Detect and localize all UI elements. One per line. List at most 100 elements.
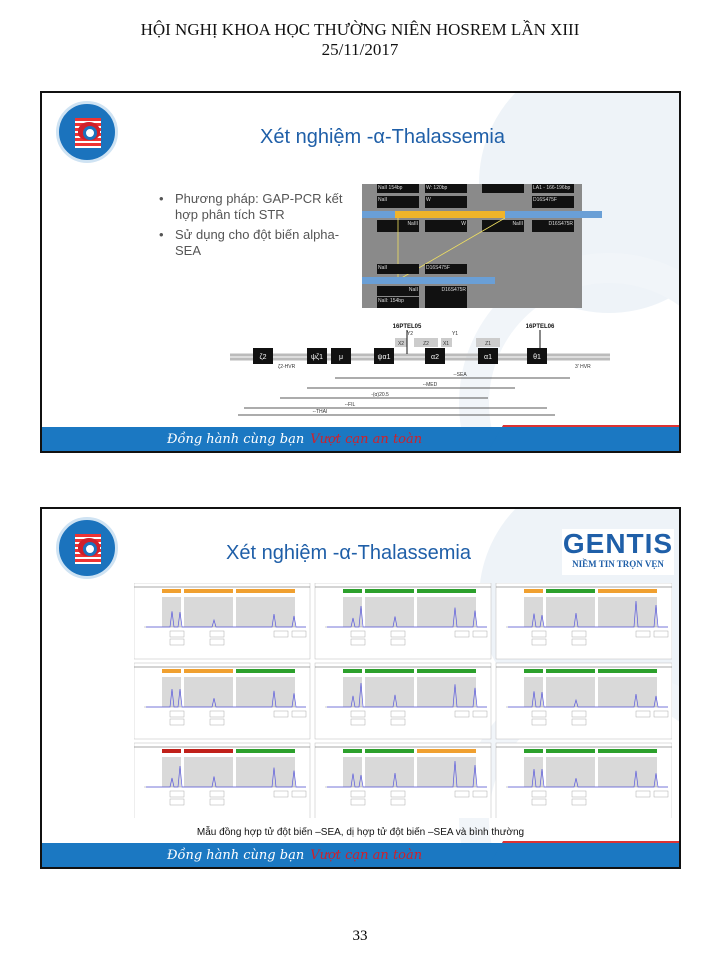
- peak-label-box: [169, 638, 185, 646]
- peak-label-box: [273, 630, 289, 638]
- box-label: X2: [398, 341, 404, 347]
- gene-label: μ: [339, 354, 343, 361]
- peak-label-box: [350, 718, 366, 726]
- peak-label-box: [169, 710, 185, 718]
- peak-label-box: [209, 638, 225, 646]
- peak-label-box: [291, 710, 307, 718]
- peak-label-box: [273, 710, 289, 718]
- locus-status-bar: [184, 589, 233, 593]
- box-label: X1: [443, 341, 449, 347]
- peak-trace: [327, 605, 487, 628]
- locus-status-bar: [365, 749, 414, 753]
- deletion-label: --SEA: [453, 372, 467, 378]
- peak-label-box: [635, 630, 651, 638]
- locus-status-bar: [365, 589, 414, 593]
- gel-label: D16S475F: [425, 264, 467, 274]
- peak-label-box: [291, 630, 307, 638]
- gel-label: D16S475F: [532, 196, 574, 208]
- peak-label-box: [169, 630, 185, 638]
- hospital-logo: [56, 101, 118, 163]
- peak-label-box: [571, 710, 587, 718]
- footer-bar: [42, 427, 508, 451]
- locus-status-bar: [546, 669, 595, 673]
- peak-label-box: [169, 798, 185, 806]
- locus-status-bar: [184, 749, 233, 753]
- box-label: Z2: [423, 341, 429, 347]
- gel-label: D16S475R: [425, 286, 467, 308]
- locus-status-bar: [598, 589, 657, 593]
- peak-label-box: [209, 718, 225, 726]
- peak-label-box: [350, 798, 366, 806]
- bullet-item: Phương pháp: GAP-PCR kết hợp phân tích S…: [157, 191, 347, 223]
- locus-status-bar: [162, 749, 181, 753]
- hvr-label: 3' HVR: [575, 364, 591, 370]
- peak-label-box: [350, 630, 366, 638]
- peak-label-box: [350, 638, 366, 646]
- peak-label-box: [531, 790, 547, 798]
- bullet-item: Sử dụng cho đột biến alpha-SEA: [157, 227, 347, 259]
- peak-label-box: [635, 790, 651, 798]
- locus-status-bar: [546, 749, 595, 753]
- peak-label-box: [653, 790, 669, 798]
- peak-label-box: [390, 790, 406, 798]
- slide-1: Xét nghiệm -α-Thalassemia Phương pháp: G…: [40, 91, 681, 453]
- locus-status-bar: [598, 749, 657, 753]
- page-number: 33: [352, 928, 368, 944]
- locus-status-bar: [162, 589, 181, 593]
- peak-label-box: [209, 710, 225, 718]
- locus-status-bar: [343, 589, 362, 593]
- footer-slogan: Đồng hành cùng bạn Vượt cạn an toàn: [167, 848, 422, 863]
- gel-label: NaIII: [482, 220, 524, 232]
- figure-caption: Mẫu đồng hợp tử đột biến –SEA, dị hợp tử…: [196, 827, 525, 838]
- locus-status-bar: [417, 749, 476, 753]
- peak-label-box: [472, 630, 488, 638]
- peak-label-box: [390, 718, 406, 726]
- peak-label-box: [571, 638, 587, 646]
- locus-status-bar: [184, 669, 233, 673]
- peak-trace: [327, 760, 487, 788]
- locus-status-bar: [236, 589, 295, 593]
- gel-label: W: 120bp: [425, 184, 467, 193]
- locus-status-bar: [343, 669, 362, 673]
- slogan-red-text: Vượt cạn an toàn: [310, 848, 423, 863]
- locus-status-bar: [417, 669, 476, 673]
- peak-trace: [508, 600, 668, 628]
- slogan-text: Đồng hành cùng bạn: [167, 848, 305, 863]
- deletion-label: --FIL: [345, 402, 356, 408]
- locus-status-bar: [598, 669, 657, 673]
- probe-label: 16PTEL05: [393, 324, 422, 330]
- slide-title: Xét nghiệm -α-Thalassemia: [260, 126, 505, 148]
- hvr-label: ζ2-HVR: [278, 364, 296, 370]
- peak-label-box: [209, 630, 225, 638]
- document-header-date: 25/11/2017: [321, 40, 399, 59]
- peak-label-box: [350, 790, 366, 798]
- gel-label: NaII: [377, 196, 419, 208]
- peak-label-box: [454, 710, 470, 718]
- gel-label: NaII 154bp: [377, 184, 419, 193]
- peak-label-box: [472, 790, 488, 798]
- slogan-text: Đồng hành cùng bạn: [167, 432, 305, 447]
- box-label: Z1: [485, 341, 491, 347]
- peak-trace: [508, 768, 668, 788]
- gel-label: D16S475R: [532, 220, 574, 232]
- bullet-list: Phương pháp: GAP-PCR kết hợp phân tích S…: [157, 191, 347, 263]
- brand-name: GENTIS: [562, 528, 674, 559]
- peak-label-box: [209, 798, 225, 806]
- peak-label-box: [531, 710, 547, 718]
- peak-trace: [508, 691, 668, 708]
- slogan-red-text: Vượt cạn an toàn: [310, 432, 423, 447]
- footer-bar-right: [487, 425, 679, 451]
- deletion-label: --MED: [423, 382, 438, 388]
- peak-label-box: [653, 710, 669, 718]
- gel-label: LA1 - 166-196bp: [532, 184, 574, 193]
- peak-trace: [146, 765, 306, 788]
- locus-status-bar: [524, 669, 543, 673]
- peak-label-box: [390, 638, 406, 646]
- alpha-globin-gene-map: ζ2 ψζ1 μ ψα1 α2 α1 θ1 X2 Z2 X1 Z1 Y2 Y1 …: [230, 324, 610, 416]
- footer-slogan: Đồng hành cùng bạn Vượt cạn an toàn: [167, 432, 422, 447]
- peak-label-box: [273, 790, 289, 798]
- peak-label-box: [390, 630, 406, 638]
- peak-label-box: [390, 710, 406, 718]
